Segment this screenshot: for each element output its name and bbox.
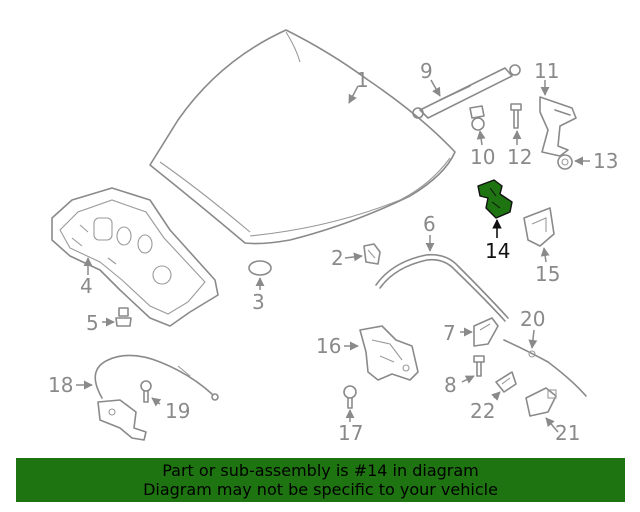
banner-line-part: Part or sub-assembly is #14 in diagram <box>162 461 479 480</box>
hood-seal[interactable] <box>375 253 509 322</box>
insulator-clip[interactable] <box>115 307 132 327</box>
highlighted-part-14[interactable] <box>477 179 513 219</box>
callout-19: 19 <box>165 399 190 423</box>
cable-bolt[interactable] <box>140 380 152 403</box>
hinge-nut[interactable] <box>557 154 573 170</box>
info-banner: Part or sub-assembly is #14 in diagram D… <box>16 458 625 502</box>
bumper-stop[interactable] <box>469 105 485 131</box>
callout-9: 9 <box>420 59 433 83</box>
callout-1: 1 <box>356 68 369 92</box>
callout-15: 15 <box>535 262 560 286</box>
release-handle[interactable] <box>473 317 499 347</box>
callout-4: 4 <box>80 274 93 298</box>
callout-11: 11 <box>534 59 559 83</box>
hole-plug[interactable] <box>248 260 272 276</box>
secondary-cable[interactable] <box>94 354 219 441</box>
callout-7: 7 <box>443 321 456 345</box>
callout-2: 2 <box>331 246 344 270</box>
hinge-bolt[interactable] <box>510 103 522 129</box>
callout-13: 13 <box>593 149 618 173</box>
callout-16: 16 <box>316 334 341 358</box>
callout-21: 21 <box>555 421 580 445</box>
callout-20: 20 <box>520 307 545 331</box>
hood-insulator[interactable] <box>51 187 219 327</box>
callout-18: 18 <box>48 373 73 397</box>
callout-6: 6 <box>423 212 436 236</box>
cable-guide[interactable] <box>525 387 557 417</box>
hood-support-strut[interactable] <box>412 64 521 119</box>
hood-hinge[interactable] <box>539 96 577 157</box>
hood-panel[interactable] <box>149 29 456 245</box>
callout-12: 12 <box>507 145 532 169</box>
callout-3: 3 <box>252 290 265 314</box>
parts-diagram: 1 9 10 11 12 13 14 <box>48 29 618 445</box>
latch-bolt[interactable] <box>343 385 357 409</box>
banner-line-disclaimer: Diagram may not be specific to your vehi… <box>143 480 498 499</box>
callout-14: 14 <box>485 239 510 263</box>
callout-10: 10 <box>470 145 495 169</box>
hood-latch[interactable] <box>359 325 419 381</box>
callout-22: 22 <box>470 399 495 423</box>
release-cable[interactable] <box>503 339 587 397</box>
handle-bolt[interactable] <box>473 355 485 377</box>
retainer-clip[interactable] <box>363 243 381 265</box>
latch-bracket[interactable] <box>523 207 555 247</box>
callout-5: 5 <box>86 311 99 335</box>
callout-17: 17 <box>338 421 363 445</box>
release-bracket[interactable] <box>495 371 517 393</box>
callout-8: 8 <box>444 373 457 397</box>
